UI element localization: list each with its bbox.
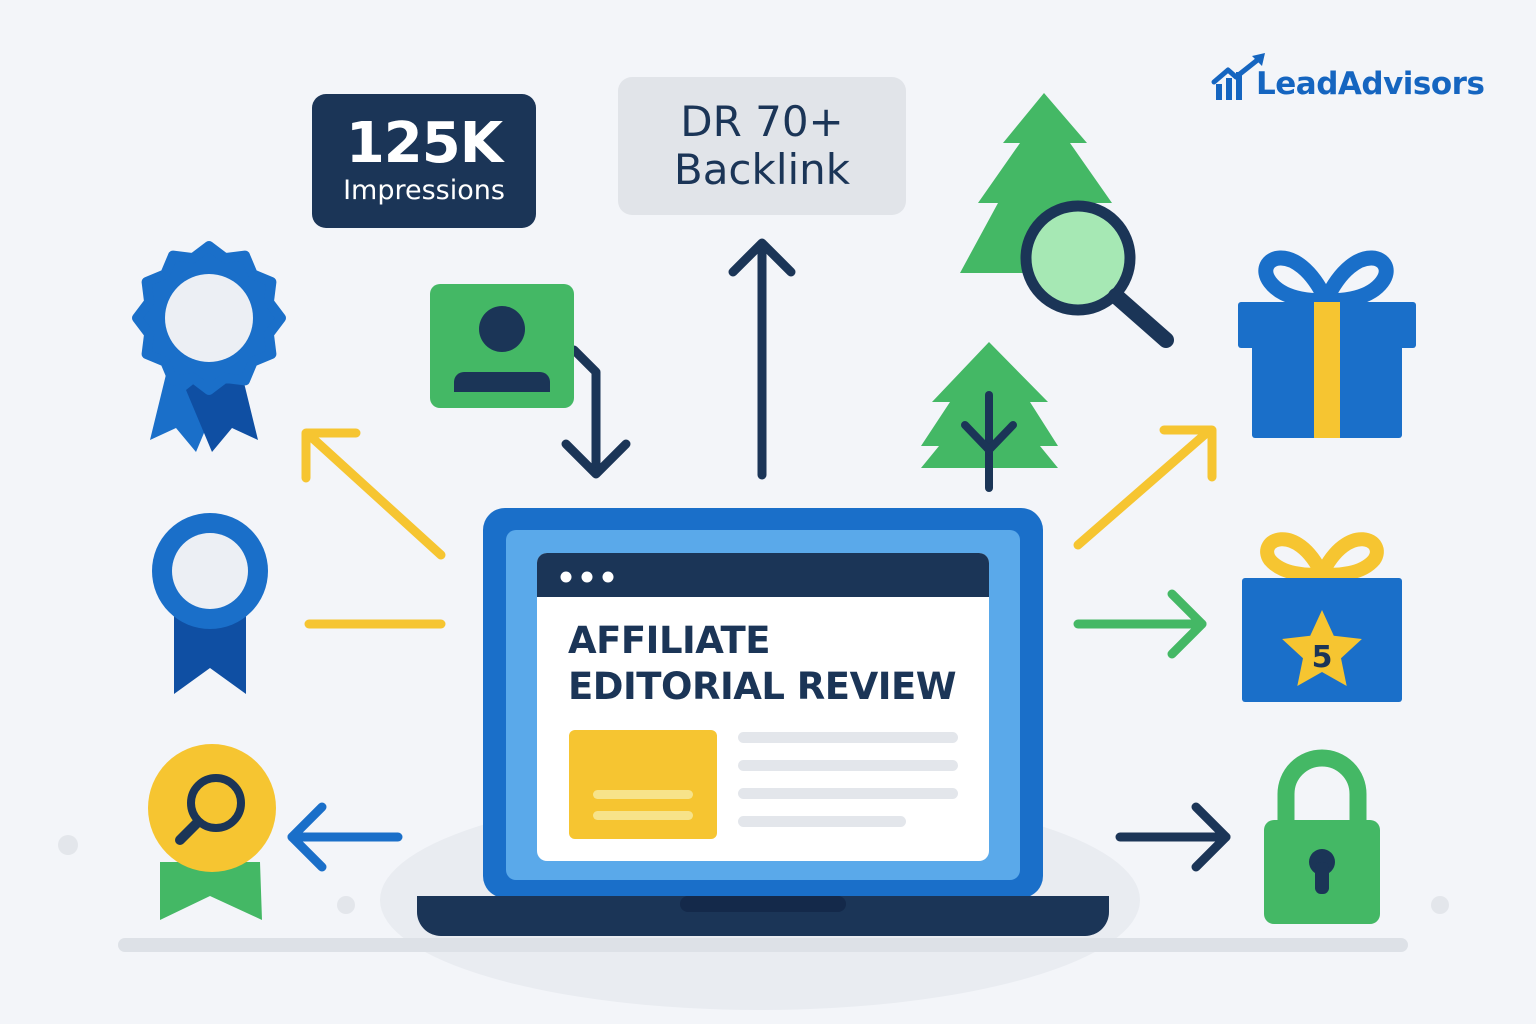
gift-star-number: 5 xyxy=(1312,640,1333,675)
impressions-stat-card: 125K Impressions xyxy=(312,94,536,228)
arrow-right-green-icon xyxy=(1073,589,1207,659)
backlink-stat-card: DR 70+ Backlink xyxy=(618,77,906,215)
up-arrow-icon xyxy=(728,238,796,480)
elbow-down-arrow-icon xyxy=(561,345,631,479)
brand-logo-icon xyxy=(1211,53,1265,100)
award-ribbon-icon xyxy=(132,241,286,452)
search-badge-icon xyxy=(148,744,276,920)
pine-tree-search-icon xyxy=(960,93,1174,348)
tree-icon xyxy=(921,342,1058,492)
brand-name: LeadAdvisors xyxy=(1256,66,1485,102)
arrow-up-right-icon xyxy=(1073,425,1217,550)
headline-line-1: AFFILIATE xyxy=(568,619,771,662)
gift-box-icon xyxy=(1238,250,1416,438)
impressions-value: 125K xyxy=(345,111,503,176)
backlink-rating: DR 70+ xyxy=(680,97,844,146)
user-card-icon xyxy=(430,284,574,408)
impressions-label: Impressions xyxy=(343,175,505,206)
padlock-icon xyxy=(1264,749,1380,924)
backlink-label: Backlink xyxy=(673,145,851,194)
gift-star-icon: 5 xyxy=(1242,532,1402,702)
laptop-headline: AFFILIATE EDITORIAL REVIEW xyxy=(568,618,988,710)
headline-line-2: EDITORIAL REVIEW xyxy=(568,665,957,708)
ground-line xyxy=(118,938,1408,952)
laptop-icon xyxy=(417,508,1109,936)
arrow-left-icon xyxy=(287,802,403,872)
medal-ribbon-icon xyxy=(152,513,268,694)
arrow-right-navy-icon xyxy=(1115,802,1231,872)
brand-logo: LeadAdvisors xyxy=(1212,66,1485,102)
arrow-up-left-icon xyxy=(301,428,446,560)
